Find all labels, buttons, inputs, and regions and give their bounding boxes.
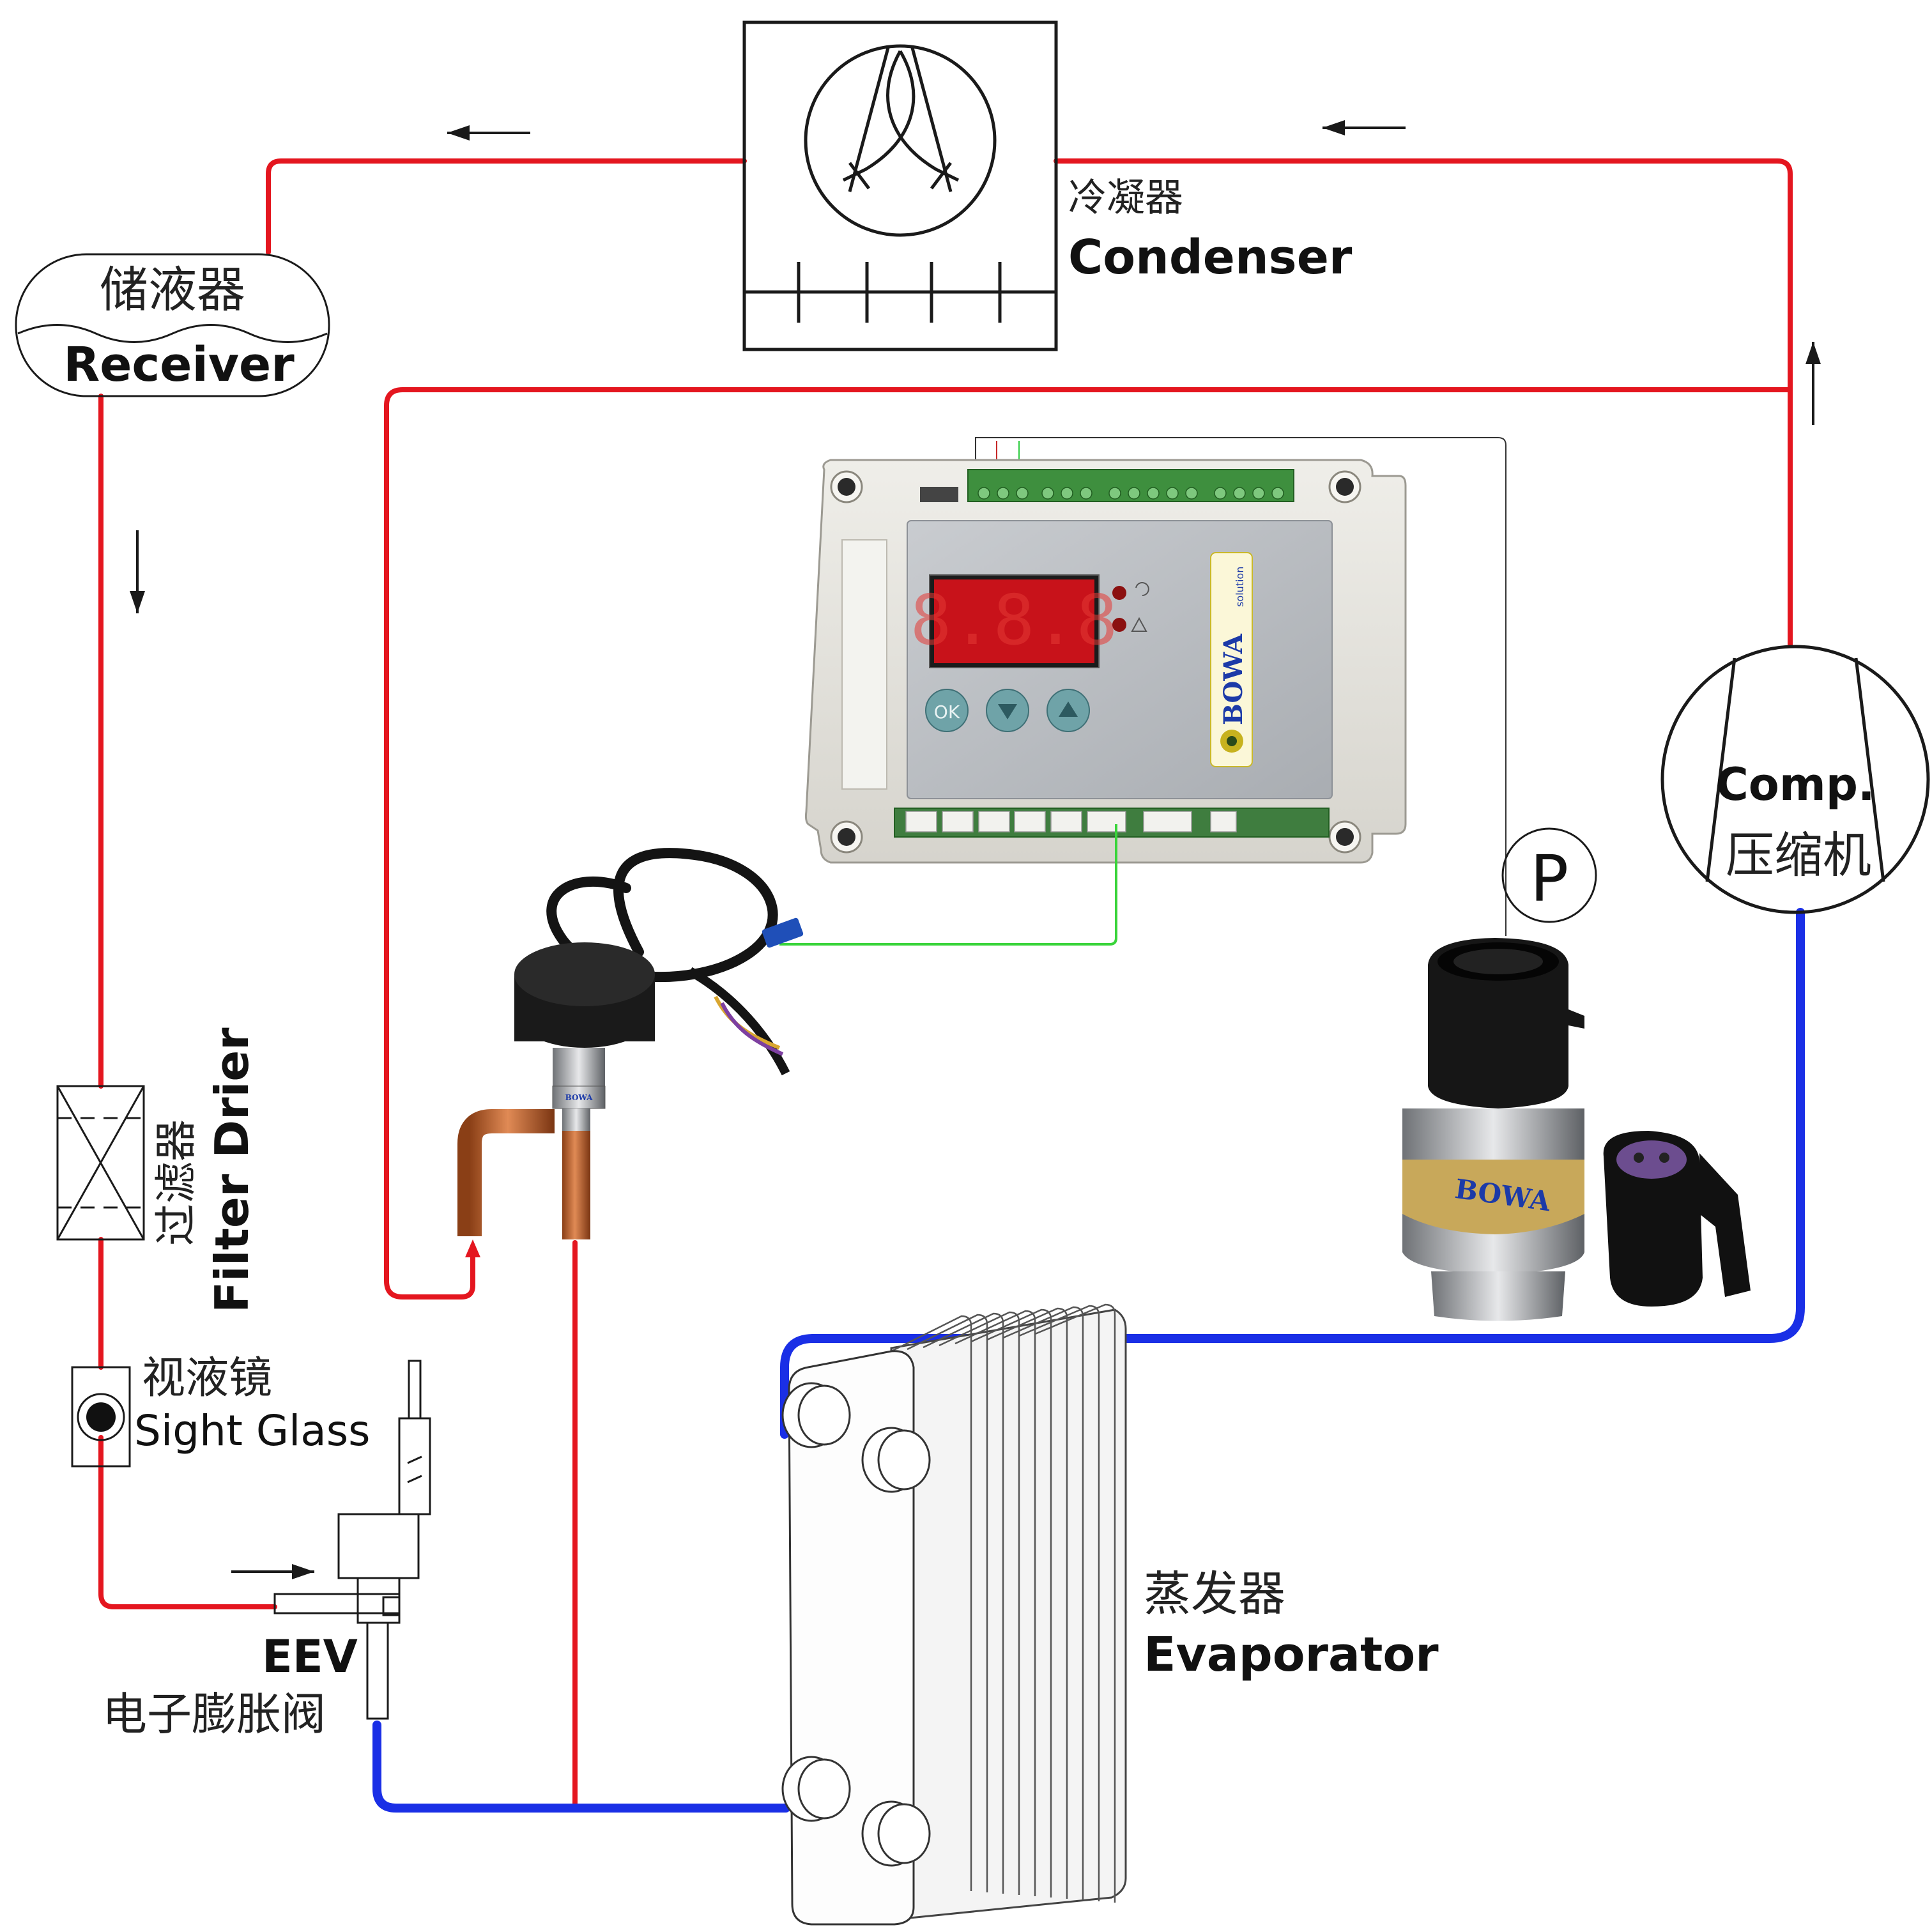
condenser-to-receiver-line: [266, 158, 747, 255]
arrow-left-right: [1322, 120, 1406, 135]
evaporator-label-en: Evaporator: [1144, 1627, 1439, 1682]
pressure-symbol-label: P: [1530, 841, 1568, 916]
eev-symbol: [273, 1360, 431, 1720]
receiver-label-en: Receiver: [63, 337, 295, 392]
suction-line: [780, 908, 1805, 1439]
filter-drier-label-en: Filter Drier: [205, 1027, 259, 1313]
arrow-left-top: [447, 125, 530, 141]
eev-valve-image: BOWA: [457, 848, 804, 1239]
up-arrow-icon: [1059, 702, 1078, 717]
eev-label-en: EEV: [262, 1630, 358, 1683]
controller-unit: 8.8.8 OK BOWA solution: [804, 437, 1506, 936]
down-arrow-icon: [998, 704, 1017, 719]
evaporator-label-cn: 蒸发器: [1144, 1567, 1285, 1621]
condenser-symbol: [742, 20, 1058, 351]
down-button[interactable]: [986, 689, 1029, 732]
arrow-up-valve: [465, 1239, 480, 1257]
compressor-symbol: [1660, 645, 1930, 914]
eev-label-cn: 电子膨胀阀: [102, 1688, 326, 1740]
evaporator-image: [781, 1303, 1127, 1926]
eev-to-evaporator-line: [372, 1721, 790, 1813]
up-button[interactable]: [1046, 689, 1090, 732]
liquid-line-to-eev: [98, 1435, 277, 1609]
controller-display: 8.8.8: [910, 581, 1117, 661]
compressor-label-cn: 压缩机: [1726, 827, 1871, 884]
refresh-icon: [1135, 582, 1149, 596]
valve-brand-label: BOWA: [565, 1093, 594, 1102]
ok-button[interactable]: OK: [925, 689, 969, 732]
warning-icon: [1131, 617, 1147, 632]
signal-wire: [779, 824, 1117, 946]
receiver-label-cn: 储液器: [100, 261, 245, 318]
hot-gas-bypass-line: [384, 387, 1793, 1300]
condenser-label-en: Condenser: [1068, 230, 1353, 285]
arrow-right-eev: [231, 1564, 314, 1579]
discharge-line: [1054, 158, 1793, 648]
controller-brand-sub: solution: [1234, 567, 1246, 607]
condenser-label-cn: 冷凝器: [1068, 176, 1183, 220]
pressure-sensor-image: BOWA: [1402, 938, 1751, 1321]
filter-drier-label-cn: 过滤器: [151, 1119, 201, 1246]
receiver-symbol: [15, 253, 330, 397]
sight-glass-label-cn: 视液镜: [142, 1353, 272, 1404]
compressor-label-en: Comp.: [1715, 758, 1874, 811]
sight-glass-label-en: Sight Glass: [134, 1406, 371, 1455]
arrow-down-left: [130, 530, 145, 613]
filter-drier-symbol: [56, 1085, 145, 1241]
pressure-symbol: P: [1501, 827, 1597, 923]
svg-text:OK: OK: [934, 702, 960, 723]
arrow-up-right: [1805, 342, 1821, 425]
controller-brand: BOWA: [1218, 633, 1248, 725]
sight-glass-symbol: [71, 1366, 131, 1468]
